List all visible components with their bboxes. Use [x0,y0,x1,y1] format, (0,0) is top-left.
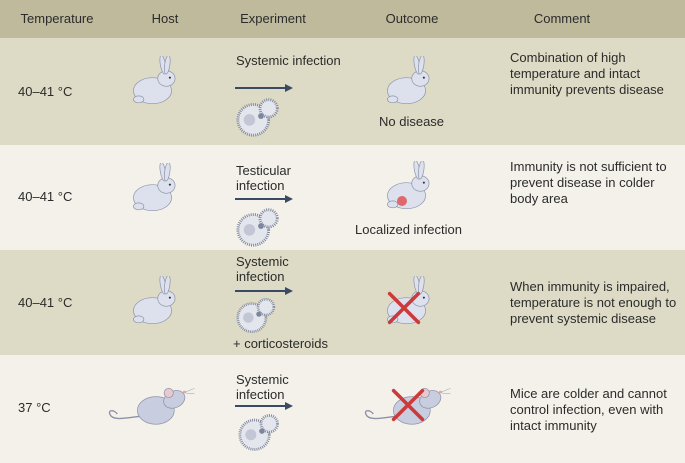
arrow-icon [235,195,295,203]
experiment-label: Systemic infection [236,53,341,68]
rabbit-healthy-icon [380,56,440,108]
experiment-label: Systemic infection [236,254,289,284]
temperature: 37 °C [18,400,51,415]
experiment-label: Testicular infection [236,163,291,193]
rabbit-icon [126,56,186,108]
outcome-label: No disease [379,114,445,129]
header-comment: Comment [533,11,591,26]
header-outcome: Outcome [385,11,439,26]
comment: When immunity is impaired, temperature i… [510,279,677,326]
table-header: Temperature Host Experiment Outcome Comm… [0,0,685,38]
fungus-icon [236,203,284,251]
arrow-icon [235,84,295,92]
outcome-label: Localized infection [355,222,462,237]
fungus-icon [236,293,280,337]
fungus-icon [238,409,284,455]
rabbit-icon [126,163,186,215]
comment: Immunity is not sufficient to prevent di… [510,159,667,206]
temperature: 40–41 °C [18,189,73,204]
header-experiment: Experiment [240,11,306,26]
cross-icon [386,290,422,326]
table-row: 40–41 °C Systemic infection + corticoste… [0,250,685,355]
header-host: Host [151,11,179,26]
rabbit-icon [126,276,186,328]
fungus-wrap [236,203,284,256]
temperature: 40–41 °C [18,295,73,310]
temperature: 40–41 °C [18,84,73,99]
table-row: 37 °C Systemic infection Mice are colder… [0,355,685,463]
cross-icon [390,387,426,423]
rabbit-localized-icon [380,161,440,213]
fungus-icon [236,93,284,141]
comment: Mice are colder and cannot control infec… [510,386,667,433]
experiment-label: Systemic infection [236,372,289,402]
header-temperature: Temperature [20,11,94,26]
table-row: 40–41 °C Systemic infection No disease C… [0,38,685,145]
table-row: 40–41 °C Testicular infection Localized … [0,145,685,250]
treatment-label: + corticosteroids [233,336,329,351]
comment: Combination of high temperature and inta… [510,50,664,97]
mouse-icon [108,380,200,428]
